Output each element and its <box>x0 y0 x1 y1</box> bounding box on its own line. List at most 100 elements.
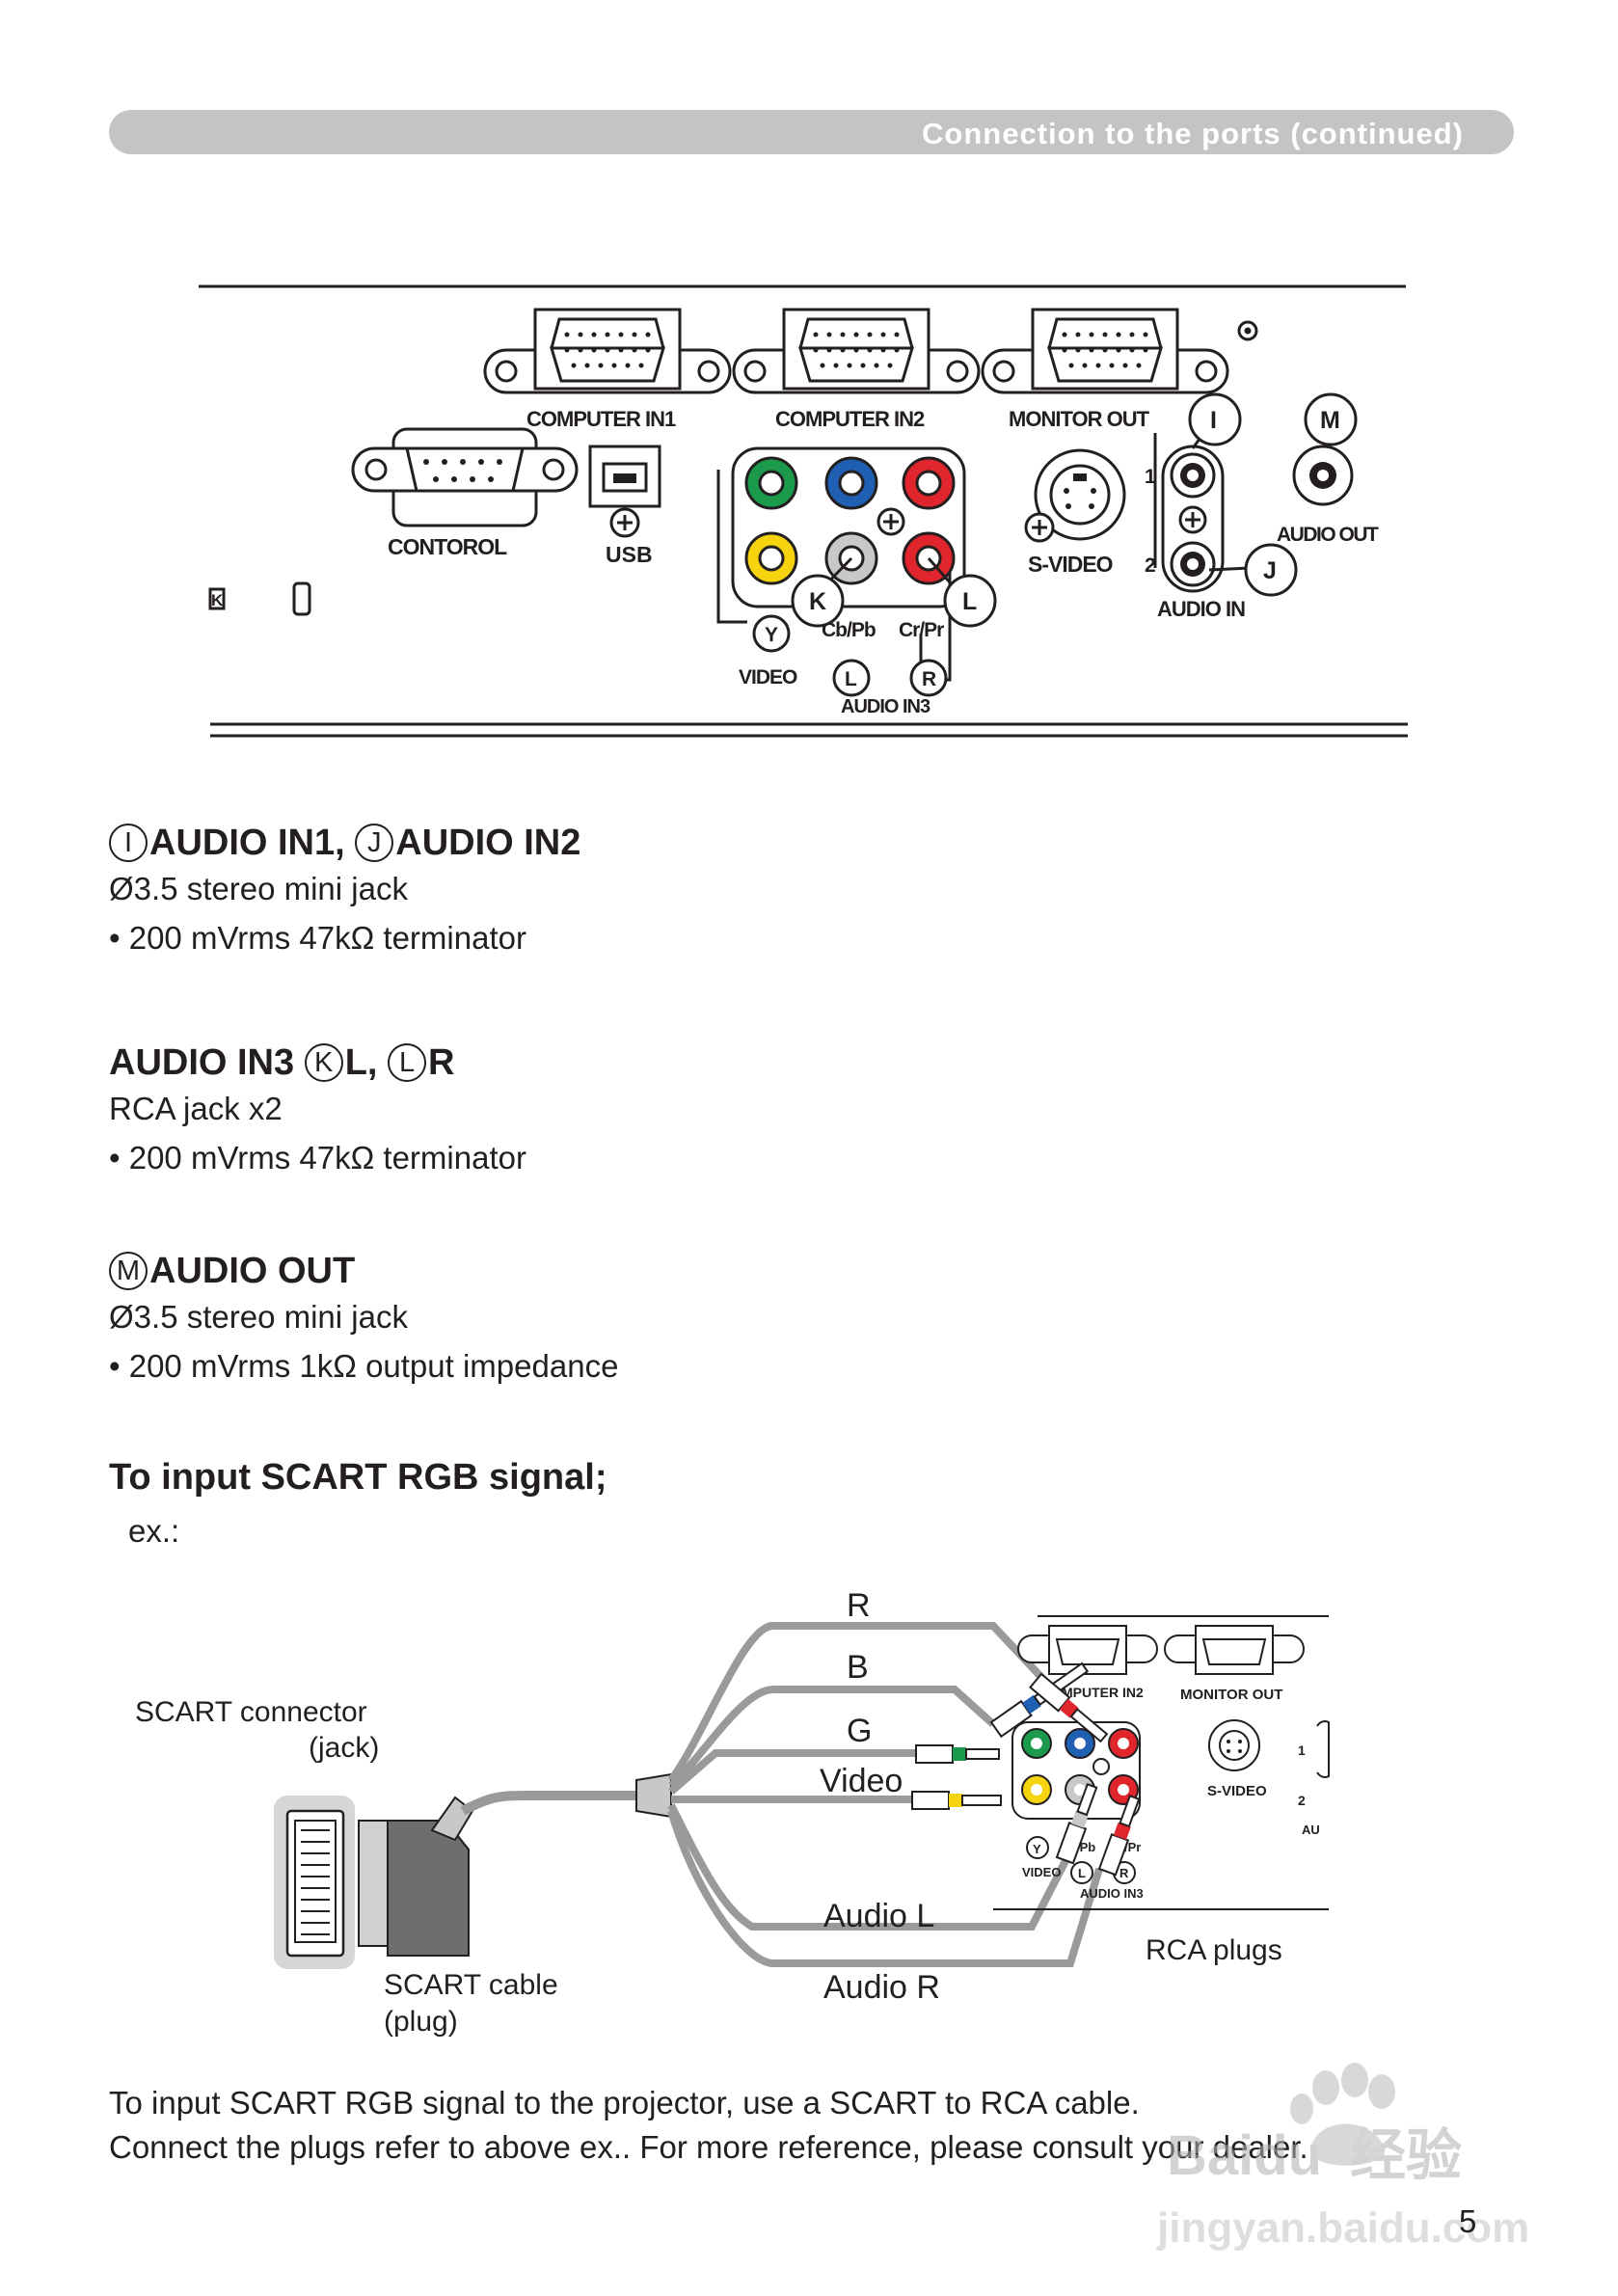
title-text: R <box>428 1042 455 1083</box>
mini-l-label: L <box>1078 1866 1086 1880</box>
circled-letter: M <box>109 1252 148 1290</box>
rca-plug-icons <box>911 1661 1141 1877</box>
audio-out-port: AUDIO OUT <box>1277 445 1381 546</box>
rca-jack-green <box>744 456 798 510</box>
spec-line: • 200 mVrms 1kΩ output impedance <box>109 1348 619 1384</box>
wire-label-g: G <box>847 1713 872 1749</box>
wire-label-b: B <box>847 1649 869 1686</box>
rca-jack-yellow <box>744 531 798 585</box>
mini-s-video-label: S-VIDEO <box>1207 1783 1267 1799</box>
wire-label-r: R <box>847 1587 871 1624</box>
rca-jack-blue <box>824 456 878 510</box>
svg-text:J: J <box>1263 557 1277 584</box>
audio-out-label: AUDIO OUT <box>1277 524 1379 546</box>
circled-letter: L <box>388 1043 427 1082</box>
mini-pr-label: /Pr <box>1124 1840 1141 1854</box>
computer-in2-label: COMPUTER IN2 <box>775 407 925 431</box>
scart-title: To input SCART RGB signal; <box>109 1457 607 1498</box>
page-number: 5 <box>1459 2203 1477 2239</box>
spec-line: Ø3.5 stereo mini jack <box>109 1299 408 1335</box>
title-text: AUDIO IN2 <box>395 823 581 863</box>
header-bar: Connection to the ports (continued) <box>109 110 1514 154</box>
spec-line: Ø3.5 stereo mini jack <box>109 871 408 906</box>
watermark-url: jingyan.baidu.com <box>1156 2204 1529 2252</box>
usb-port: USB <box>588 445 661 567</box>
screw-hole-icon <box>1237 320 1258 341</box>
control-label: CONTOROL <box>388 534 507 559</box>
scart-jack-icon <box>274 1796 355 1969</box>
mini-monitor-out-label: MONITOR OUT <box>1180 1687 1282 1703</box>
cr-pr-label: Cr/Pr <box>899 619 944 641</box>
svg-text:M: M <box>1320 407 1340 434</box>
rear-panel-diagram: K COMPUTER IN1 COMPUTER IN2 <box>199 284 1408 738</box>
y-label: Y <box>765 624 778 646</box>
computer-in1-port: COMPUTER IN1 <box>483 308 732 431</box>
rca-plugs-label: RCA plugs <box>1146 1934 1282 1966</box>
cable-splitter-icon <box>635 1772 672 1819</box>
usb-label: USB <box>606 542 653 567</box>
scart-cable-label: SCART cable <box>384 1969 558 2001</box>
scart-connector-jack-label: (jack) <box>309 1732 379 1764</box>
svg-text:L: L <box>962 588 977 615</box>
audio-in3-l-label: L <box>845 668 857 690</box>
audio-in-label: AUDIO IN <box>1157 597 1245 621</box>
callout-i: I <box>1188 392 1242 446</box>
spec-line: • 200 mVrms 47kΩ terminator <box>109 1140 526 1175</box>
rca-jack-red-1 <box>902 456 956 510</box>
circled-letter: J <box>355 824 394 862</box>
title-text: AUDIO IN3 <box>109 1042 305 1083</box>
title-text: AUDIO IN1, <box>149 823 356 863</box>
watermark-brand: Baidu <box>1167 2124 1322 2187</box>
callout-m: M <box>1304 392 1358 446</box>
circled-letter: I <box>109 824 148 862</box>
monitor-out-label: MONITOR OUT <box>1009 407 1150 431</box>
scart-plug-icon <box>358 1796 474 1957</box>
baidu-watermark-logo: Baidu 经验 jingyan.baidu.com <box>1156 2063 1529 2252</box>
section-scart: To input SCART RGB signal; ex.: <box>109 1456 607 1555</box>
cable-wires <box>667 1622 1103 1967</box>
svg-text:K: K <box>809 588 826 615</box>
mini-rear-panel: COMPUTER IN2 MONITOR OUT Y /Pb /Pr VIDEO… <box>993 1615 1330 1910</box>
audio-in3-label: AUDIO IN3 <box>841 696 930 717</box>
scart-main-cable <box>460 1791 636 1816</box>
video-label: VIDEO <box>739 666 797 689</box>
callout-k: K <box>791 574 845 628</box>
mini-audio-in3-label: AUDIO IN3 <box>1080 1886 1144 1901</box>
callout-j: J <box>1244 543 1298 597</box>
watermark-cn: 经验 <box>1350 2124 1462 2187</box>
circled-letter: K <box>304 1043 343 1082</box>
mini-y-label: Y <box>1033 1842 1041 1856</box>
s-video-port: S-VIDEO <box>1024 448 1126 577</box>
scart-connector-label: SCART connector <box>135 1696 367 1728</box>
bottom-line-2: Connect the plugs refer to above ex.. Fo… <box>109 2129 1308 2165</box>
callout-l: L <box>943 574 997 628</box>
audio-in-num-2: 2 <box>1145 554 1156 577</box>
svg-text:K: K <box>211 591 224 609</box>
scart-cable-plug-label: (plug) <box>384 2006 458 2038</box>
svg-text:I: I <box>1210 407 1217 434</box>
title-text: AUDIO OUT <box>149 1251 356 1291</box>
mini-num-2: 2 <box>1298 1793 1306 1808</box>
control-port: CONTOROL <box>351 427 579 559</box>
scart-example-diagram: SCART connector (jack) SCART cable (plug… <box>135 1587 1330 2038</box>
security-slot-icon <box>292 581 311 616</box>
wire-label-video: Video <box>820 1763 903 1799</box>
wire-label-audio-l: Audio L <box>823 1898 934 1934</box>
computer-in1-label: COMPUTER IN1 <box>526 407 676 431</box>
mini-r-label: R <box>1119 1866 1129 1880</box>
computer-in2-port: COMPUTER IN2 <box>732 308 981 431</box>
s-video-label: S-VIDEO <box>1028 552 1113 577</box>
cb-pb-label: Cb/Pb <box>822 619 876 641</box>
title-text: L, <box>344 1042 389 1083</box>
monitor-out-port: MONITOR OUT <box>981 308 1229 431</box>
component-video-block: Y Cb/Pb Cr/Pr VIDEO L R AUDIO IN3 <box>716 446 966 717</box>
page-header-title: Connection to the ports (continued) <box>922 117 1464 150</box>
kensington-lock-icon: K <box>208 587 226 610</box>
audio-in1-jack <box>1170 452 1216 499</box>
bottom-paragraph: To input SCART RGB signal to the project… <box>109 2081 1308 2170</box>
